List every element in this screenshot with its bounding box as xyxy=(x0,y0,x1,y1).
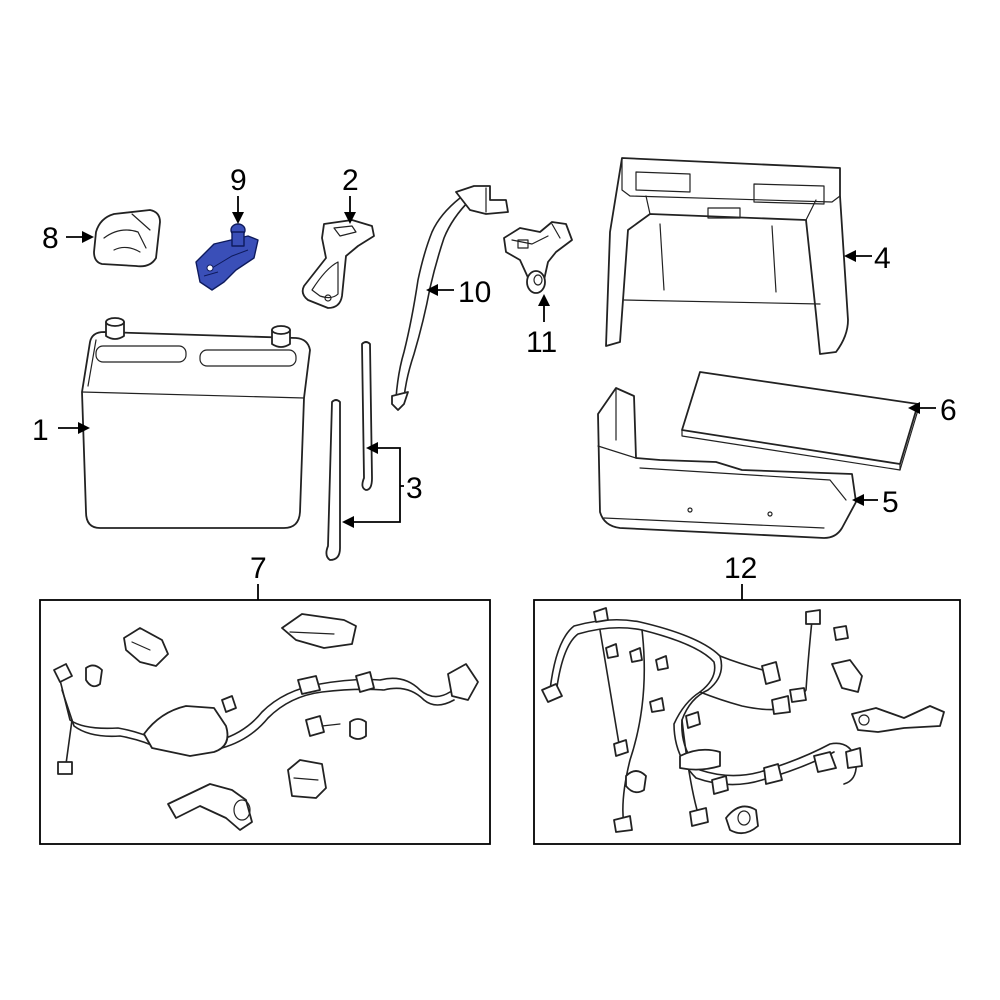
box-frame-7 xyxy=(39,599,491,845)
callout-5: 5 xyxy=(852,486,899,519)
part-battery-box-cover[interactable] xyxy=(605,157,849,355)
callout-8: 8 xyxy=(42,222,94,255)
callout-label-11: 11 xyxy=(526,326,557,359)
part-hold-down-rods[interactable] xyxy=(325,341,373,561)
callout-label-12: 12 xyxy=(724,552,757,585)
callout-label-5: 5 xyxy=(882,486,899,519)
callout-12: 12 xyxy=(724,552,757,600)
callout-9: 9 xyxy=(230,164,247,224)
callout-11: 11 xyxy=(526,294,557,359)
callout-4: 4 xyxy=(844,242,891,275)
callout-7: 7 xyxy=(250,552,267,600)
part-hold-down-clamp[interactable] xyxy=(301,219,375,309)
callout-label-3: 3 xyxy=(406,472,423,505)
box-harness-7 xyxy=(39,599,491,845)
box-frame-12 xyxy=(533,599,961,845)
part-harness-7[interactable] xyxy=(53,613,479,831)
callout-label-1: 1 xyxy=(32,414,49,447)
callout-label-7: 7 xyxy=(250,552,267,585)
callout-label-8: 8 xyxy=(42,222,59,255)
part-terminal-cover[interactable] xyxy=(93,209,161,268)
part-bracket-highlighted[interactable] xyxy=(195,223,259,291)
part-tray-pad[interactable] xyxy=(681,371,919,471)
callout-3: 3 xyxy=(342,442,423,528)
part-battery[interactable] xyxy=(81,317,311,529)
part-battery-sensor[interactable] xyxy=(503,221,573,294)
part-harness-12[interactable] xyxy=(541,607,945,835)
callout-1: 1 xyxy=(32,414,90,447)
callout-label-2: 2 xyxy=(342,164,359,197)
callout-label-10: 10 xyxy=(458,276,491,309)
callout-2: 2 xyxy=(342,164,359,224)
box-harness-12 xyxy=(533,599,961,845)
callout-label-6: 6 xyxy=(940,394,957,427)
callout-10: 10 xyxy=(426,276,491,309)
part-battery-tray[interactable] xyxy=(597,387,857,539)
callout-label-4: 4 xyxy=(874,242,891,275)
callout-6: 6 xyxy=(908,394,957,427)
callout-label-9: 9 xyxy=(230,164,247,197)
